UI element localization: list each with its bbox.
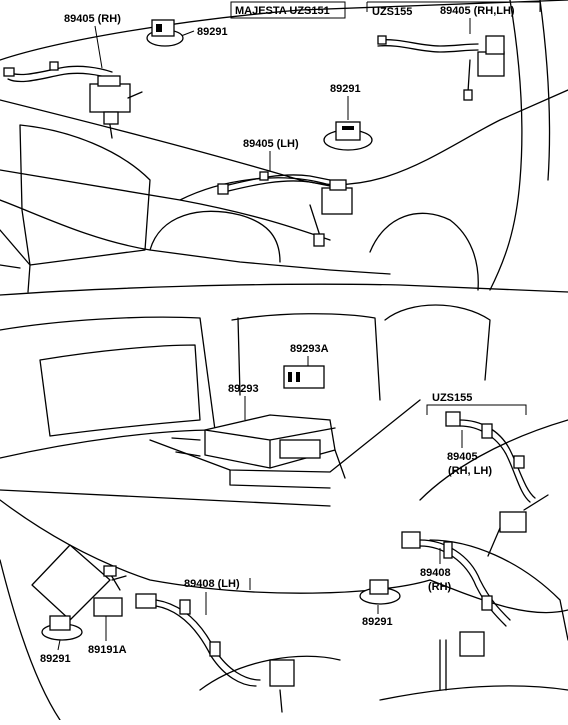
height-sensor-rhlh-top [377, 35, 505, 101]
module-89191a [93, 565, 127, 617]
label-89408-rh-1: 89408 [420, 567, 451, 579]
label-89408-lh: 89408 (LH) [184, 578, 240, 590]
height-sensor-89408-rh [401, 531, 511, 691]
label-89291-bottom-center: 89291 [362, 616, 393, 628]
label-89293: 89293 [228, 383, 259, 395]
top-vehicle-outline [0, 0, 568, 293]
label-89191a: 89191A [88, 644, 127, 656]
label-89408-rh-2: (RH) [428, 581, 452, 593]
height-sensor-lh-top [217, 171, 353, 247]
ecu-89293 [171, 414, 346, 479]
sensor-89291-top-center [323, 121, 373, 151]
height-sensor-rhlh-mid [445, 411, 549, 557]
bracket-mid-label: UZS155 [432, 392, 472, 404]
label-89293a: 89293A [290, 343, 329, 355]
label-89405-rhlh-mid-1: 89405 [447, 451, 478, 463]
variant-box-frame [230, 1, 346, 19]
top-bracket [366, 1, 541, 12]
label-89405-lh: 89405 (LH) [243, 138, 299, 150]
label-89405-rh: 89405 (RH) [64, 13, 121, 25]
bracket-top-label: UZS155 [372, 6, 412, 18]
label-89405-rhlh-mid-2: (RH, LH) [448, 465, 492, 477]
variant-box-label: MAJESTA UZS151 [235, 5, 330, 17]
label-89291-top-center: 89291 [330, 83, 361, 95]
mid-bracket [426, 404, 527, 415]
label-89291-bottom-left: 89291 [40, 653, 71, 665]
middle-vehicle-outline [0, 283, 568, 507]
label-89291-top-left: 89291 [197, 26, 228, 38]
height-sensor-rh-top [3, 61, 143, 139]
relay-89293a [283, 365, 325, 389]
label-89405-rhlh-top: 89405 (RH,LH) [440, 5, 515, 17]
height-sensor-89408-lh [135, 593, 295, 713]
sensor-89291-bottom-center [359, 579, 401, 605]
sensor-89291-bottom-left [41, 615, 83, 641]
sensor-89291-top-left [146, 19, 184, 47]
